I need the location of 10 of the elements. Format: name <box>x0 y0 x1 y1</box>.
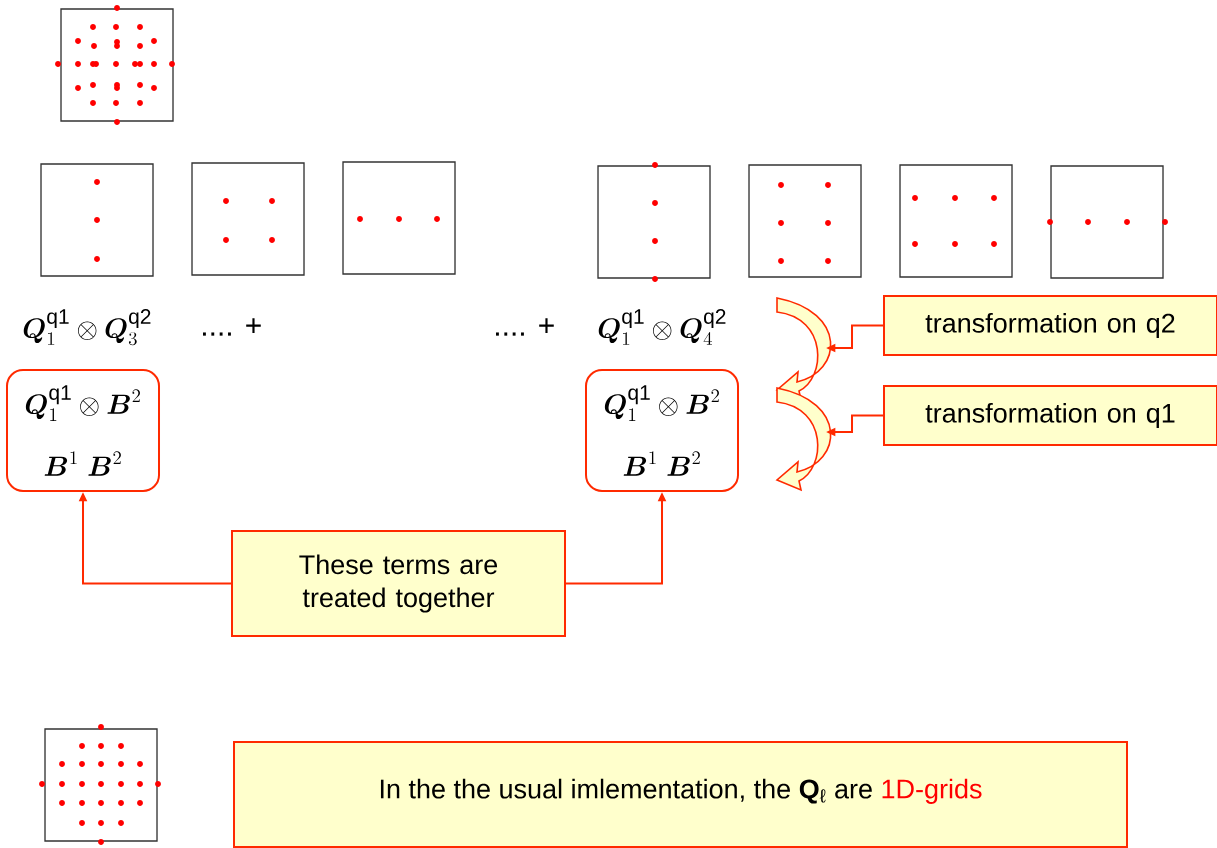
note-box: In the the usual imlementation, the Q$_{ℓ}$ are 1D-grids <box>233 741 1128 848</box>
term-box: $\boldsymbol{Q}_1^{\mathrm{q1}}\otimes\boldsymbol{B}^2$ $\boldsymbol{B}^1\ \boldsymbol{B}^2$ <box>585 369 739 492</box>
formula-text: $\boldsymbol{Q}_1^{\mathrm{q1}}\otimes\boldsymbol{Q}_4^{\mathrm{q2}}$ <box>598 309 726 345</box>
label-text: .... + <box>203 318 261 336</box>
callout-box: transformation on q2 <box>883 295 1217 356</box>
label-text: .... + <box>496 318 554 336</box>
term-box: $\boldsymbol{Q}_1^{\mathrm{q1}}\otimes\boldsymbol{B}^2$ $\boldsymbol{B}^1\ \boldsymbol{B}^2$ <box>6 369 160 492</box>
formula-text: $\boldsymbol{Q}_1^{\mathrm{q1}}\otimes\boldsymbol{Q}_3^{\mathrm{q2}}$ <box>23 309 151 346</box>
callout-box: These terms are treated together <box>231 530 566 637</box>
callout-box: transformation on q1 <box>883 385 1217 446</box>
